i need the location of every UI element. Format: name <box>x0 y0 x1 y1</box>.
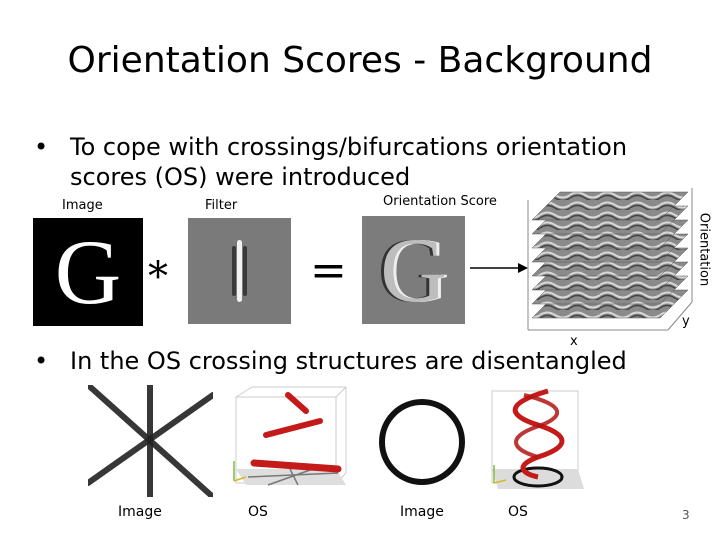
bullet-2: • In the OS crossing structures are dise… <box>34 346 640 376</box>
bullet-2-text: In the OS crossing structures are disent… <box>70 347 627 375</box>
caption-image-2: Image <box>400 504 444 520</box>
image-g: G <box>33 218 143 326</box>
caption-os-2: OS <box>508 504 528 520</box>
crossing-lines-image <box>88 385 213 497</box>
os-stack <box>527 188 693 331</box>
arrow-to-stack <box>470 263 528 273</box>
circle-image <box>379 399 465 485</box>
bullet-1: • To cope with crossings/bifurcations or… <box>34 132 640 192</box>
label-image: Image <box>62 198 103 213</box>
label-orientation-score: Orientation Score <box>383 194 497 209</box>
crossing-os-3d <box>233 386 347 486</box>
bullet-1-text: To cope with crossings/bifurcations orie… <box>70 133 628 191</box>
os-slice-glyph: G <box>380 219 447 321</box>
bullet-dot: • <box>34 347 49 375</box>
stack-layers <box>531 191 689 319</box>
label-filter: Filter <box>205 198 238 213</box>
caption-image-1: Image <box>118 504 162 520</box>
page-number: 3 <box>682 508 690 522</box>
slide-title: Orientation Scores - Background <box>67 40 653 81</box>
axis-label-x: x <box>570 334 578 349</box>
caption-os-1: OS <box>248 504 268 520</box>
image-g-glyph: G <box>54 221 122 323</box>
circle-os-helix <box>491 388 584 489</box>
convolution-operator: * <box>148 254 168 300</box>
axis-label-orientation: Orientation <box>696 212 712 287</box>
orientation-score-slice: G <box>362 216 465 324</box>
axis-label-y: y <box>682 314 690 329</box>
filter-image <box>188 218 291 324</box>
stack-y-axis <box>667 301 693 331</box>
equals-operator: = <box>310 245 347 296</box>
bullet-dot: • <box>34 133 49 161</box>
